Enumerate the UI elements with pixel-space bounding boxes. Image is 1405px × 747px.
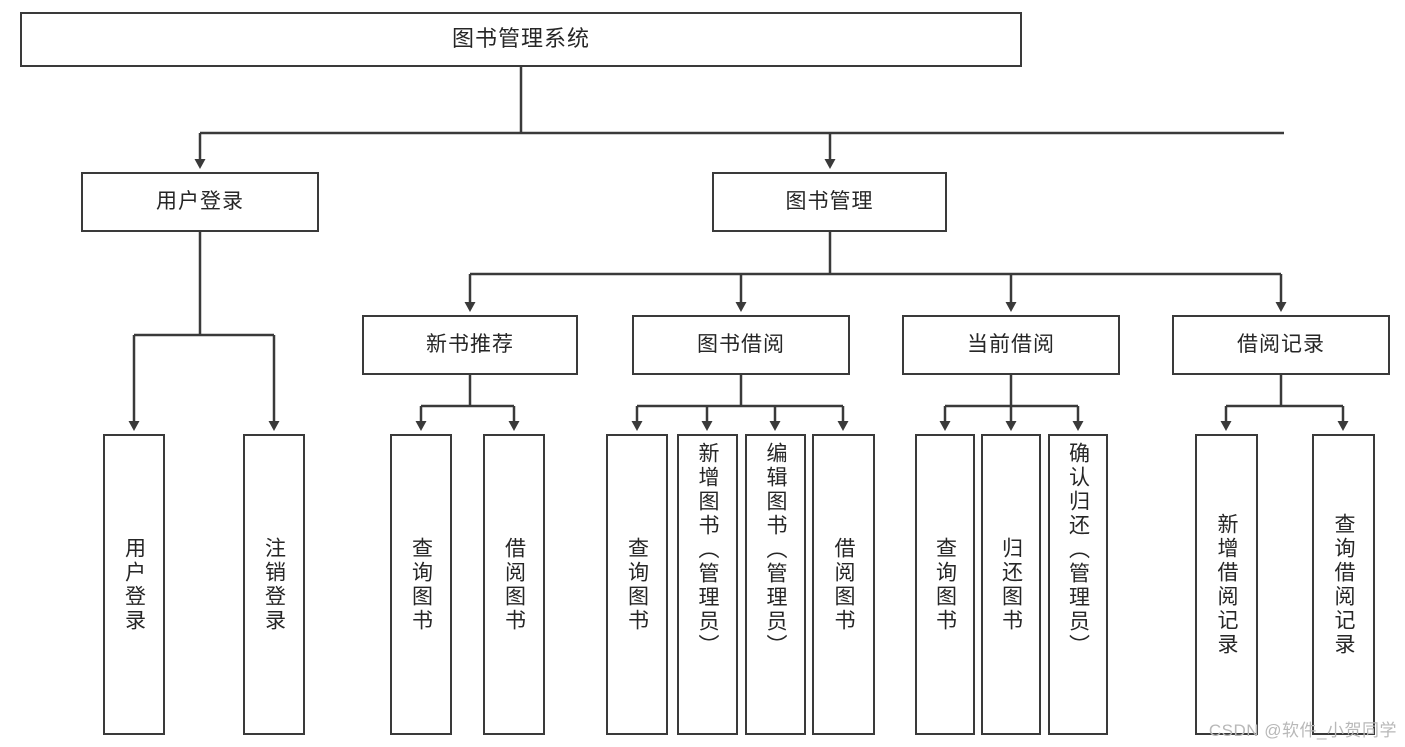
leaf-label: 归还图书 xyxy=(999,536,1023,633)
node-current-borrow[interactable]: 当前借阅 xyxy=(902,315,1120,375)
node-new-book-recommend[interactable]: 新书推荐 xyxy=(362,315,578,375)
leaf-label: 确认归还（管理员） xyxy=(1066,442,1090,658)
node-system-root[interactable]: 图书管理系统 xyxy=(20,12,1022,67)
node-borrow-record[interactable]: 借阅记录 xyxy=(1172,315,1390,375)
leaf-book-borrow-borrow[interactable]: 借阅图书 xyxy=(812,434,875,735)
leaf-current-borrow-query[interactable]: 查询图书 xyxy=(915,434,975,735)
leaf-borrow-record-add[interactable]: 新增借阅记录 xyxy=(1195,434,1258,735)
leaf-label: 查询图书 xyxy=(409,536,433,633)
leaf-user-login-signin[interactable]: 用户登录 xyxy=(103,434,165,735)
leaf-label: 新增借阅记录 xyxy=(1215,512,1238,657)
leaf-book-borrow-query[interactable]: 查询图书 xyxy=(606,434,668,735)
leaf-label: 查询图书 xyxy=(933,536,957,633)
leaf-label: 新增图书（管理员） xyxy=(696,442,719,658)
csdn-watermark: CSDN @软件_小贺同学 xyxy=(1208,721,1397,740)
leaf-current-borrow-confirm[interactable]: 确认归还（管理员） xyxy=(1048,434,1108,735)
leaf-new-book-query[interactable]: 查询图书 xyxy=(390,434,452,735)
leaf-book-borrow-edit[interactable]: 编辑图书（管理员） xyxy=(745,434,806,735)
node-user-login[interactable]: 用户登录 xyxy=(81,172,319,232)
node-book-management[interactable]: 图书管理 xyxy=(712,172,947,232)
leaf-label: 查询图书 xyxy=(625,536,649,633)
leaf-label: 编辑图书（管理员） xyxy=(764,442,787,658)
leaf-book-borrow-add[interactable]: 新增图书（管理员） xyxy=(677,434,738,735)
leaf-label: 借阅图书 xyxy=(502,536,526,633)
leaf-new-book-borrow[interactable]: 借阅图书 xyxy=(483,434,545,735)
leaf-current-borrow-return[interactable]: 归还图书 xyxy=(981,434,1041,735)
leaf-user-login-signout[interactable]: 注销登录 xyxy=(243,434,305,735)
leaf-borrow-record-query[interactable]: 查询借阅记录 xyxy=(1312,434,1375,735)
node-book-borrow[interactable]: 图书借阅 xyxy=(632,315,850,375)
leaf-label: 查询借阅记录 xyxy=(1332,512,1355,657)
leaf-label: 借阅图书 xyxy=(832,536,855,633)
leaf-label: 用户登录 xyxy=(122,536,146,633)
leaf-label: 注销登录 xyxy=(262,536,286,633)
